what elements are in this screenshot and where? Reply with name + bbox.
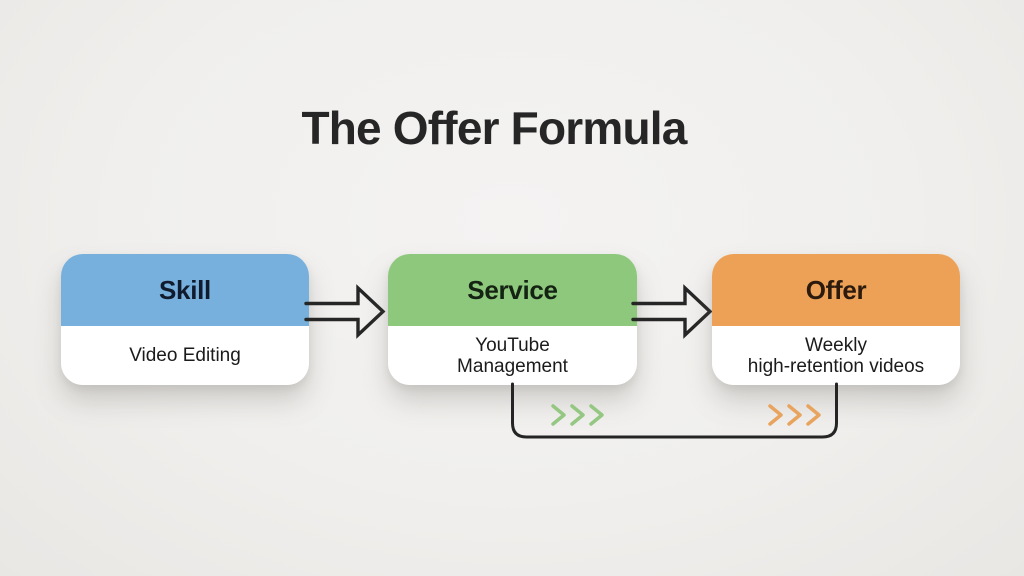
arrow-right-icon	[631, 284, 713, 339]
node-service: Service YouTube Management	[388, 254, 637, 385]
node-skill-detail: Video Editing	[129, 345, 241, 366]
node-skill-header: Skill	[61, 254, 309, 326]
node-service-body: YouTube Management	[388, 326, 637, 385]
feedback-loop-connector	[511, 382, 838, 439]
chevron-right-icon	[806, 404, 821, 426]
node-offer-body: Weekly high-retention videos	[712, 326, 960, 385]
chevron-right-icon-group-orange	[768, 404, 821, 426]
node-offer-detail-line1: Weekly	[805, 334, 867, 356]
chevron-right-icon	[551, 404, 566, 426]
chevron-right-icon	[589, 404, 604, 426]
chevron-right-icon	[570, 404, 585, 426]
node-offer-header: Offer	[712, 254, 960, 326]
node-offer-label: Offer	[805, 274, 867, 305]
node-offer-detail-line2: high-retention videos	[747, 355, 925, 377]
node-service-label: Service	[467, 274, 558, 305]
node-service-header: Service	[388, 254, 637, 326]
node-skill: Skill Video Editing	[61, 254, 309, 385]
node-skill-label: Skill	[159, 274, 211, 305]
chevron-right-icon	[787, 404, 802, 426]
node-service-detail-line2: Management	[457, 355, 568, 377]
node-skill-body: Video Editing	[61, 326, 309, 385]
page-title: The Offer Formula	[301, 102, 687, 154]
node-service-detail-line1: YouTube	[475, 334, 550, 356]
chevron-right-icon-group-green	[551, 404, 604, 426]
node-offer: Offer Weekly high-retention videos	[712, 254, 960, 385]
arrow-right-icon	[304, 284, 386, 339]
chevron-right-icon	[768, 404, 783, 426]
